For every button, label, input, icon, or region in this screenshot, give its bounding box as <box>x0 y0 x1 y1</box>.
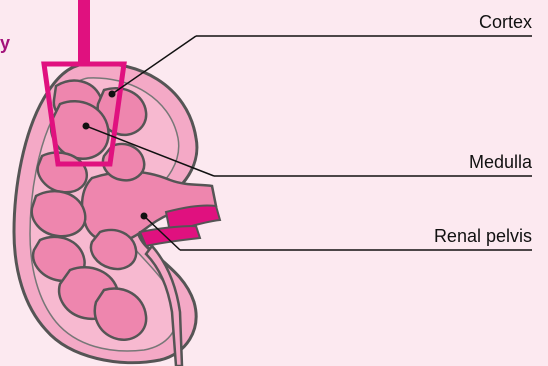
renal-pelvis-leader-dot <box>141 213 148 220</box>
pyramid-lobe <box>32 191 86 236</box>
renal-pelvis-label: Renal pelvis <box>434 226 532 246</box>
medulla-label: Medulla <box>469 152 532 172</box>
renal-vein <box>140 226 200 246</box>
cortex-leader-dot <box>109 91 116 98</box>
medulla-leader-dot <box>83 123 90 130</box>
probe-shaft <box>78 0 90 66</box>
cortex-label: Cortex <box>479 12 532 32</box>
